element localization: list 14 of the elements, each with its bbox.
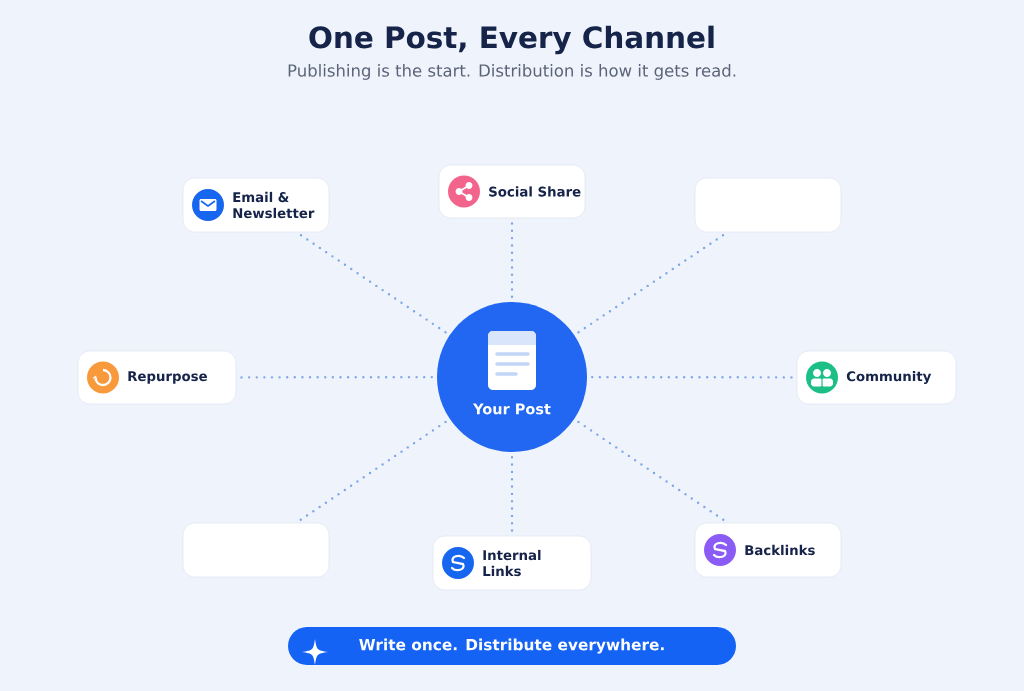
dotted-line <box>299 234 447 334</box>
card <box>694 177 842 233</box>
dotted-line <box>591 375 793 379</box>
dotted-line <box>240 375 433 379</box>
dotted-line <box>577 234 725 334</box>
title: One Post, Every Channel <box>309 25 714 55</box>
dotted-line <box>299 420 447 521</box>
subtitle: Publishing is the start. Distribution is how it gets read. <box>288 64 736 80</box>
dotted-line <box>510 456 514 532</box>
dotted-line <box>510 222 514 298</box>
card: Internal Links <box>432 535 592 591</box>
card <box>182 522 330 578</box>
banner: Write once. Distribute everywhere. <box>288 627 736 665</box>
dotted-line <box>577 420 725 521</box>
